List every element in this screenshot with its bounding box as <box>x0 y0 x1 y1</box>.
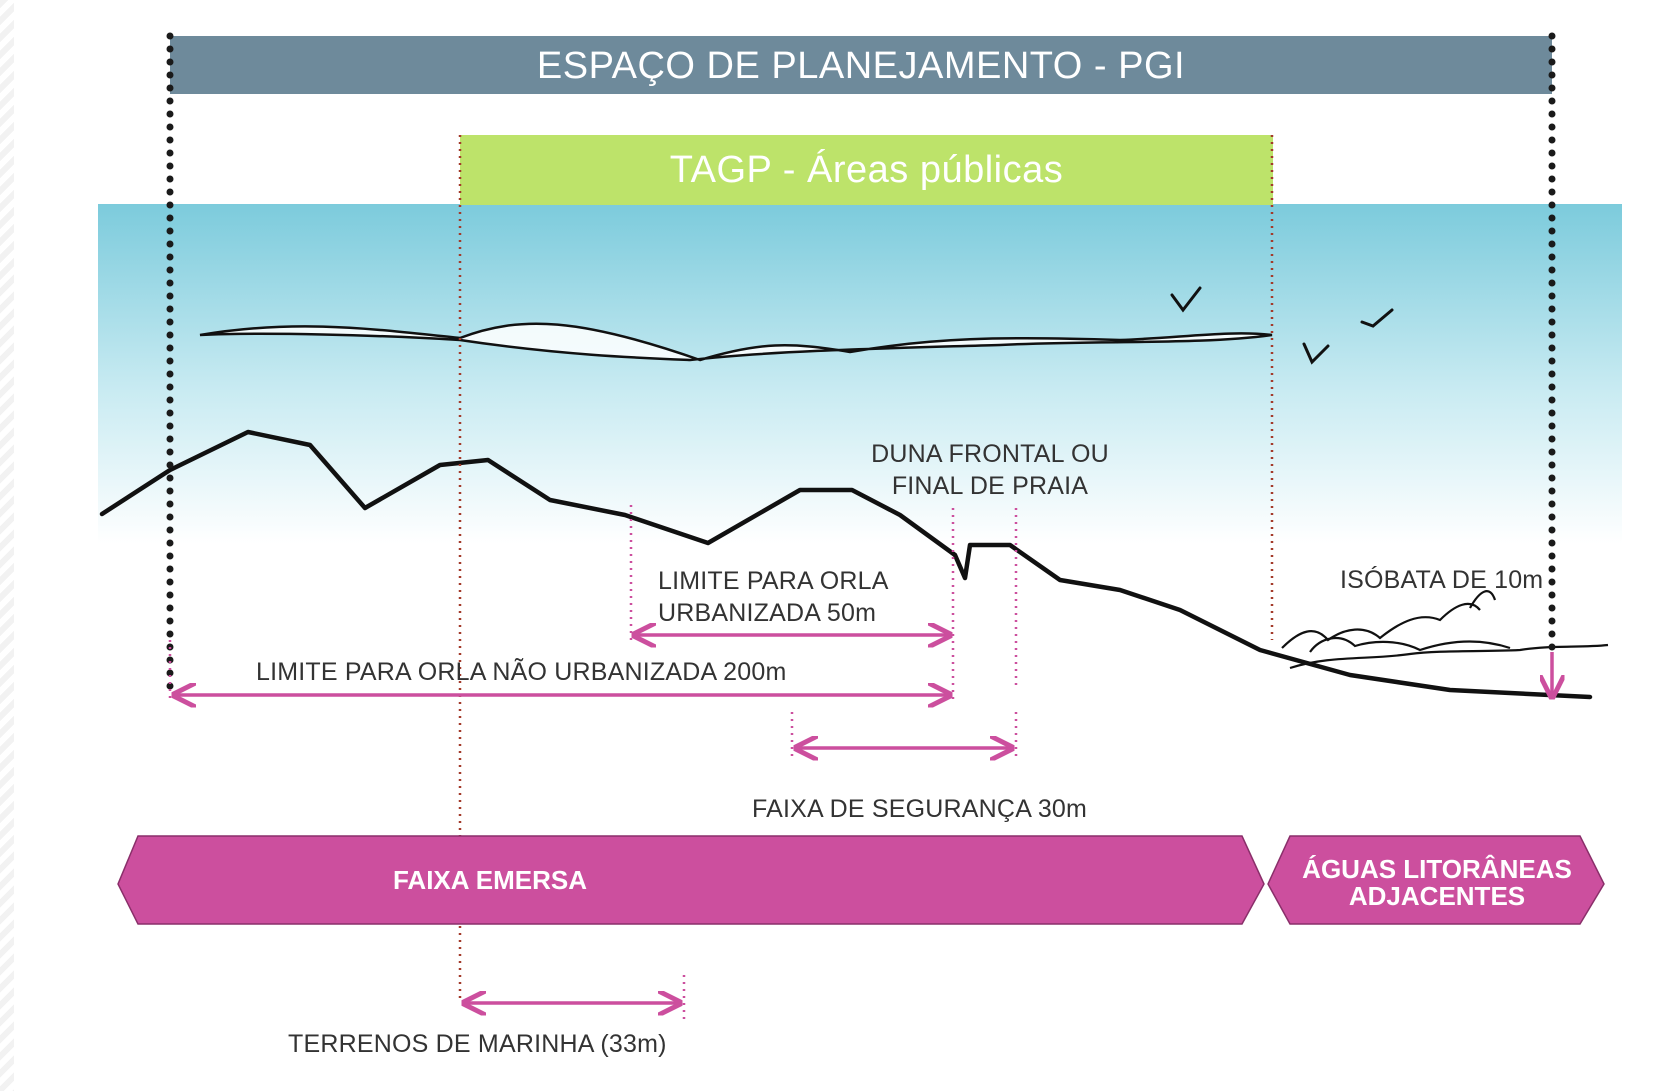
urban-limit-label-line-2: URBANIZADA 50m <box>658 599 877 627</box>
side-stripe-decoration <box>0 0 14 1091</box>
dimension-arrows <box>174 635 1552 1003</box>
dune-label: DUNA FRONTAL OU FINAL DE PRAIA <box>845 438 1135 502</box>
marine-land-label: TERRENOS DE MARINHA (33m) <box>288 1030 667 1058</box>
terrain-profile-line <box>99 429 1593 700</box>
public-areas-title: TAGP - Áreas públicas <box>669 149 1064 191</box>
coastal-waters-label-line-2: ADJACENTES <box>1348 881 1526 911</box>
coastal-waters-label-line-1: ÁGUAS LITORÂNEAS <box>1302 854 1572 884</box>
breaking-waves-icon <box>1281 590 1609 670</box>
planning-space-boundaries <box>166 32 1556 694</box>
birds-icon <box>1170 286 1394 365</box>
isobath-label: ISÓBATA DE 10m <box>1340 566 1544 594</box>
sky-background <box>98 204 1622 544</box>
non-urban-limit-label: LIMITE PARA ORLA NÃO URBANIZADA 200m <box>256 658 787 686</box>
public-area-boundaries <box>458 135 1274 1000</box>
emerged-zone-arrow <box>117 835 1265 925</box>
dune-label-line-1: DUNA FRONTAL OU <box>871 440 1109 468</box>
horizon-wave-line <box>199 322 1273 362</box>
urban-limit-label-line-1: LIMITE PARA ORLA <box>658 567 889 595</box>
emerged-zone-label: FAIXA EMERSA <box>392 865 588 895</box>
coastal-waters-label: ÁGUAS LITORÂNEAS ADJACENTES <box>1282 856 1592 910</box>
measurement-guides <box>168 505 1018 1022</box>
urban-limit-label: LIMITE PARA ORLA URBANIZADA 50m <box>658 565 889 629</box>
planning-space-title: ESPAÇO DE PLANEJAMENTO - PGI <box>536 45 1186 87</box>
public-areas-banner <box>460 135 1273 205</box>
safety-strip-label: FAIXA DE SEGURANÇA 30m <box>752 795 1088 823</box>
coastal-waters-arrow <box>1267 835 1605 925</box>
planning-space-banner <box>170 36 1552 94</box>
dune-label-line-2: FINAL DE PRAIA <box>891 472 1089 500</box>
